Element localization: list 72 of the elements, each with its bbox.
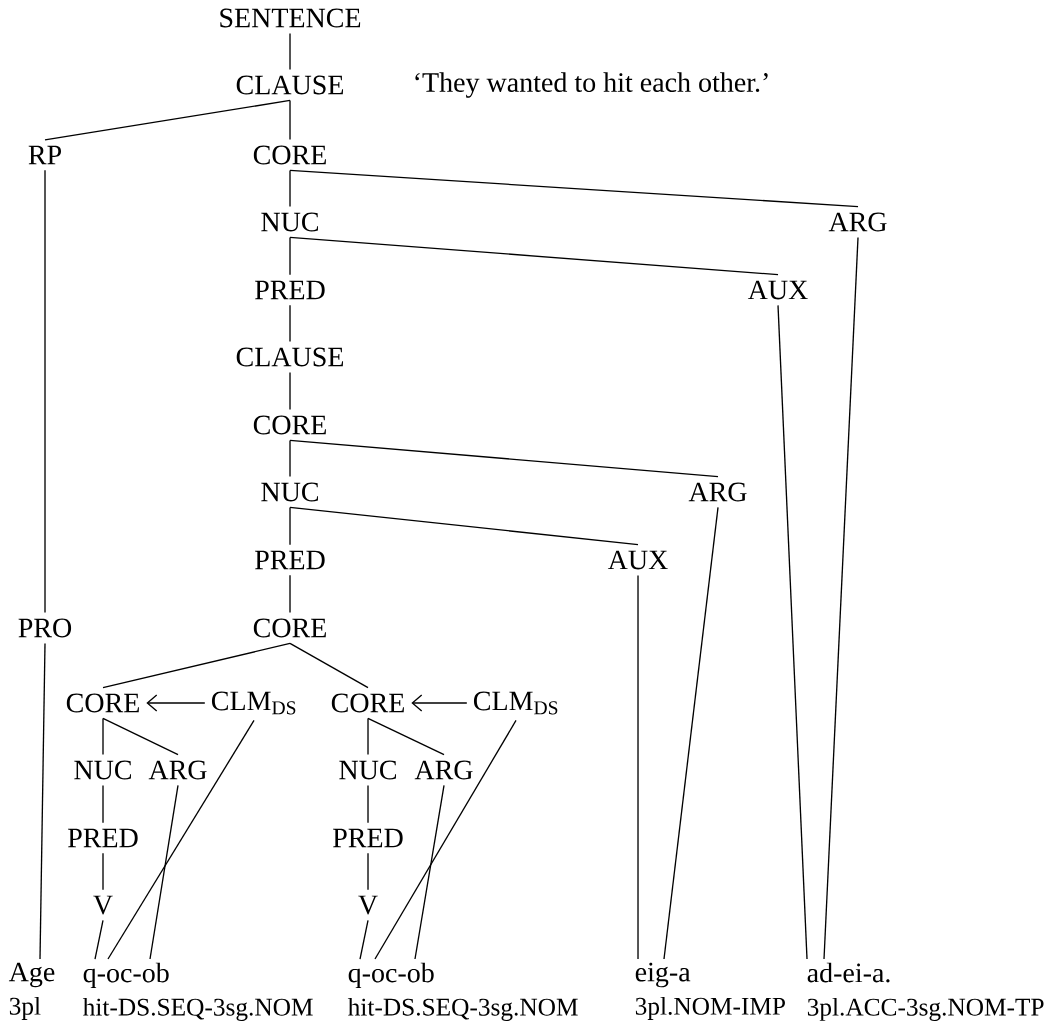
tree-label: NUC (261, 212, 318, 232)
tree-line (44, 169, 46, 614)
tree-label: V (93, 895, 113, 915)
tree-label: ARG (828, 212, 887, 232)
tree-label: PRED (333, 828, 403, 848)
tree-line (367, 852, 369, 891)
tree-line (44, 99, 291, 141)
tree-label: NUC (261, 482, 318, 502)
word-gloss: ad-ei-a. 3pl.ACC-3sg.NOM-TP (807, 962, 1044, 1021)
tree-label: PRED (255, 280, 325, 300)
tree-label: CORE (253, 145, 326, 165)
tree-line (289, 439, 291, 478)
tree-label: AUX (607, 550, 668, 570)
tree-line (374, 719, 517, 960)
tree-line (102, 784, 104, 824)
tree-line (102, 852, 104, 891)
tree-line (289, 506, 639, 546)
tree-label: CORE (331, 693, 404, 713)
tree-line (637, 574, 639, 960)
tree-label: CLAUSE (236, 75, 344, 95)
arrow (411, 694, 468, 712)
tree-label: ARG (688, 482, 747, 502)
tree-line (289, 169, 291, 208)
tree-line (289, 439, 719, 478)
tree-label: CORE (253, 415, 326, 435)
tree-line (414, 784, 445, 960)
tree-line (289, 32, 291, 71)
tree-line (107, 719, 255, 960)
arrow (146, 694, 206, 712)
tree-line (823, 236, 859, 960)
tree-label: PRED (255, 550, 325, 570)
tree-label: SENTENCE (220, 8, 361, 28)
tree-label: CLAUSE (236, 347, 344, 367)
tree-label: CORE (66, 693, 139, 713)
tree-line (777, 304, 808, 960)
tree-line (149, 784, 179, 960)
tree-label: CLM$_{DS}$ (211, 691, 296, 715)
tree-line (289, 304, 291, 343)
tree-line (39, 642, 46, 960)
tree-line (663, 506, 719, 960)
tree-label: PRO (18, 618, 72, 638)
translation: ‘They wanted to hit each other.’ (415, 72, 768, 98)
tree-line (289, 236, 291, 276)
tree-line (359, 919, 369, 960)
tree-line (102, 642, 291, 689)
tree-line (367, 717, 445, 756)
tree-label: CLM$_{DS}$ (473, 691, 558, 715)
tree-label: AUX (747, 280, 808, 300)
tree-label: ARG (148, 760, 207, 780)
word-gloss: q-oc-ob hit-DS.SEQ-3sg.NOM (347, 962, 578, 1021)
tree-label: V (358, 895, 378, 915)
tree-line (367, 717, 369, 756)
tree-line (289, 236, 779, 276)
tree-line (289, 574, 291, 614)
tree-label: RP (28, 145, 61, 165)
word-gloss: eig-a 3pl.NOM-IMP (635, 962, 785, 1020)
word-gloss: Age 3pl (8, 962, 55, 1020)
tree-label: CORE (253, 618, 326, 638)
tree-line (289, 169, 859, 208)
tree-line (102, 717, 104, 756)
tree-label: ARG (414, 760, 473, 780)
tree-label: PRED (68, 828, 138, 848)
tree-label: NUC (74, 760, 131, 780)
tree-line (367, 784, 369, 824)
word-gloss: q-oc-ob hit-DS.SEQ-3sg.NOM (82, 962, 313, 1021)
tree-line (289, 642, 369, 689)
tree-line (102, 717, 179, 756)
tree-line (94, 919, 104, 960)
tree-line (289, 371, 291, 411)
tree-line (289, 99, 291, 141)
tree-line (289, 506, 291, 546)
tree-label: NUC (339, 760, 396, 780)
